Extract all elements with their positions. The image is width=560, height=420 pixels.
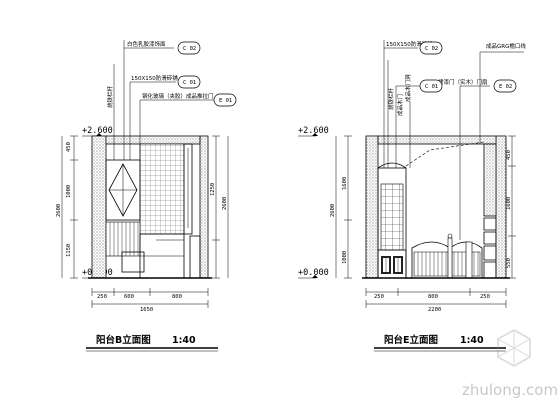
svg-text:2200: 2200 xyxy=(428,307,441,313)
svg-text:1600: 1600 xyxy=(506,197,512,210)
svg-text:150X150防滑砖铺: 150X150防滑砖铺 xyxy=(131,74,178,82)
material-tag-e02: E 02 xyxy=(493,79,517,93)
svg-text:250: 250 xyxy=(374,294,384,300)
side-column xyxy=(183,143,193,235)
wall-right xyxy=(199,135,209,279)
dimension-chain-left: 450 1000 1150 2600 xyxy=(56,135,78,279)
svg-text:成品GRG檐口线: 成品GRG檐口线 xyxy=(486,42,526,50)
svg-text:成品木门: 成品木门 xyxy=(396,94,404,116)
svg-text:烧铁栏杆: 烧铁栏杆 xyxy=(387,87,395,110)
tiled-wall xyxy=(139,143,185,235)
svg-text:阳台E立面图: 阳台E立面图 xyxy=(384,334,438,346)
svg-text:1650: 1650 xyxy=(140,307,153,313)
svg-text:C 01: C 01 xyxy=(183,80,196,86)
planter-stack xyxy=(483,217,497,279)
svg-text:C 02: C 02 xyxy=(183,46,196,52)
lattice-cabinet xyxy=(377,162,407,279)
svg-text:E 02: E 02 xyxy=(499,84,512,90)
svg-text:550: 550 xyxy=(506,258,512,268)
svg-text:1150: 1150 xyxy=(66,244,72,257)
svg-text:250: 250 xyxy=(97,294,107,300)
dimension-chain-right: 450 1600 550 xyxy=(506,135,516,279)
svg-text:800: 800 xyxy=(172,294,182,300)
svg-text:1:40: 1:40 xyxy=(460,335,484,346)
svg-text:800: 800 xyxy=(428,294,438,300)
dimension-chain-right: 1250 2600 xyxy=(210,135,229,279)
pier-right xyxy=(483,143,497,217)
material-tag-c01: C 01 xyxy=(177,75,201,89)
garden-gate xyxy=(411,233,483,279)
wall-right xyxy=(495,135,507,279)
window-panel xyxy=(105,159,141,221)
svg-text:钢化玻璃（夹胶）成品推拉门: 钢化玻璃（夹胶）成品推拉门 xyxy=(142,92,214,100)
svg-text:2600: 2600 xyxy=(222,197,228,210)
drawing-title-b: 阳台B立面图 1:40 xyxy=(86,334,218,352)
ceiling-beam xyxy=(105,135,201,145)
svg-text:2600: 2600 xyxy=(56,204,62,217)
svg-text:150X150防滑砖铺: 150X150防滑砖铺 xyxy=(386,40,433,48)
wall-left xyxy=(365,135,379,279)
material-tag-c01: C 01 xyxy=(419,79,443,93)
svg-text:+2.600: +2.600 xyxy=(298,126,329,136)
svg-text:450: 450 xyxy=(66,142,72,152)
svg-text:2600: 2600 xyxy=(330,204,336,217)
svg-text:1000: 1000 xyxy=(342,251,348,264)
svg-text:成品木门洞: 成品木门洞 xyxy=(404,74,412,102)
svg-text:烤漆门（实木）门扇: 烤漆门（实木）门扇 xyxy=(438,78,488,86)
watermark: zhulong.com xyxy=(462,329,558,399)
door-jamb xyxy=(189,235,201,279)
dimension-chain-bottom: 250 800 250 2200 xyxy=(365,288,507,313)
leader-annotations: 150X150防滑砖铺 烧铁栏杆 成品木门 成品木门洞 烤漆门（实木）门扇 成品… xyxy=(383,40,526,240)
material-tag-e01: E 01 xyxy=(213,93,237,107)
leader-annotations: 白色乳胶漆饰面 烧铁栏杆 150X150防滑砖铺 钢化玻璃（夹胶）成品推拉门 xyxy=(106,40,214,160)
svg-text:C 02: C 02 xyxy=(425,46,438,52)
svg-text:1600: 1600 xyxy=(342,177,348,190)
svg-text:1:40: 1:40 xyxy=(172,335,196,346)
svg-text:250: 250 xyxy=(480,294,490,300)
ceiling-beam xyxy=(377,135,497,145)
svg-text:600: 600 xyxy=(124,294,134,300)
roof-line-dashed xyxy=(405,141,485,167)
svg-text:烧铁栏杆: 烧铁栏杆 xyxy=(106,85,114,108)
level-marker-bottom: +0.000 xyxy=(298,268,329,279)
dimension-chain-bottom: 250 600 800 1650 xyxy=(91,288,209,313)
material-tag-c02: C 02 xyxy=(419,41,443,55)
svg-text:阳台B立面图: 阳台B立面图 xyxy=(96,334,151,346)
svg-text:+0.000: +0.000 xyxy=(298,268,329,278)
svg-text:C 01: C 01 xyxy=(425,84,438,90)
dimension-chain-left: 1000 1600 2600 xyxy=(330,135,352,279)
level-marker-top: +2.600 xyxy=(298,126,329,137)
svg-text:白色乳胶漆饰面: 白色乳胶漆饰面 xyxy=(127,40,166,48)
svg-text:450: 450 xyxy=(506,150,512,160)
drawing-title-e: 阳台E立面图 1:40 xyxy=(374,334,506,352)
svg-text:E 01: E 01 xyxy=(219,98,232,104)
elevation-e: +2.600 +0.000 1000 1600 2600 xyxy=(298,40,526,352)
svg-text:1250: 1250 xyxy=(210,183,216,196)
watermark-text: zhulong.com xyxy=(462,381,558,399)
material-tag-c02: C 02 xyxy=(177,41,201,55)
svg-text:1000: 1000 xyxy=(66,185,72,198)
railing-lower xyxy=(105,221,141,257)
svg-text:+2.600: +2.600 xyxy=(82,126,113,136)
level-marker-top: +2.600 xyxy=(82,126,113,137)
elevation-b: +2.600 +0.000 450 1000 1150 2600 xyxy=(56,40,237,352)
wall-left xyxy=(91,135,107,279)
